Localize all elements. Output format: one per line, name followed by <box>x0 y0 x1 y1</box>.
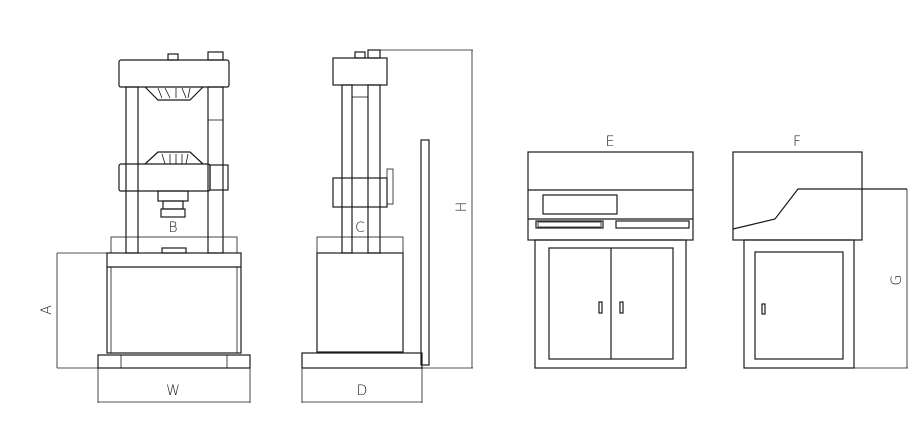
dimension-w: W <box>97 368 251 403</box>
dimension-h: H <box>380 49 473 369</box>
piston-mid <box>162 200 184 210</box>
side-column-rear <box>341 84 353 254</box>
dimension-a: A <box>39 252 107 369</box>
drawer-slot <box>615 220 690 229</box>
piston-plate <box>161 247 187 254</box>
machine-front-view: B <box>97 51 251 369</box>
body-panel <box>110 266 238 354</box>
dimension-label-h: H <box>454 202 470 213</box>
left-column <box>125 86 139 254</box>
door-handle-left <box>598 301 603 314</box>
upper-grip-jaws <box>157 87 191 99</box>
middle-crosshead <box>118 163 211 192</box>
upper-crosshead <box>118 59 230 88</box>
side-body <box>316 252 404 353</box>
desk-slope <box>732 188 907 230</box>
keyboard-slot-inner <box>537 221 602 228</box>
side-base <box>301 352 423 369</box>
door-handle-right <box>619 301 624 314</box>
keyboard-slot <box>535 220 604 229</box>
piston-top <box>157 190 189 202</box>
dimension-label-f: F <box>793 134 801 150</box>
crosshead-ear <box>209 164 229 191</box>
piston-base <box>160 208 186 218</box>
dimension-c-box <box>316 236 404 254</box>
side-column-front <box>367 84 381 254</box>
side-crosshead-ear <box>386 168 394 205</box>
dimension-b-box <box>110 236 238 254</box>
dimension-label-a: A <box>39 305 55 315</box>
cabinet-base <box>534 239 687 369</box>
control-cabinet-front: E <box>527 134 694 369</box>
dimension-g: G <box>854 189 908 369</box>
control-pole <box>420 139 430 366</box>
machine-side-view: C <box>301 49 430 369</box>
front-base <box>97 354 251 369</box>
main-body <box>106 252 242 354</box>
display-panel <box>542 194 618 215</box>
cabinet-side-base <box>743 239 855 369</box>
cabinet-side-door <box>754 251 844 360</box>
top-knob-right <box>207 51 224 61</box>
side-knob-right <box>367 49 381 59</box>
side-door-handle <box>761 303 766 315</box>
side-knob-left <box>354 51 366 59</box>
dimension-label-g: G <box>889 275 905 286</box>
top-knob-left <box>167 53 179 61</box>
lower-grip-jaws <box>161 153 189 165</box>
side-middle-crosshead <box>332 177 388 208</box>
control-cabinet-side: F <box>732 134 907 369</box>
dimension-label-w: W <box>166 383 180 399</box>
dimension-label-c: C <box>355 220 365 236</box>
cabinet-side-desk <box>732 151 863 241</box>
dimension-d: D <box>301 368 423 403</box>
upper-grip <box>144 86 204 101</box>
dimension-label-e: E <box>606 134 615 150</box>
lower-grip <box>144 151 204 165</box>
dimension-label-d: D <box>357 383 368 399</box>
side-upper-crosshead <box>332 57 388 86</box>
dimension-label-b: B <box>168 220 177 236</box>
